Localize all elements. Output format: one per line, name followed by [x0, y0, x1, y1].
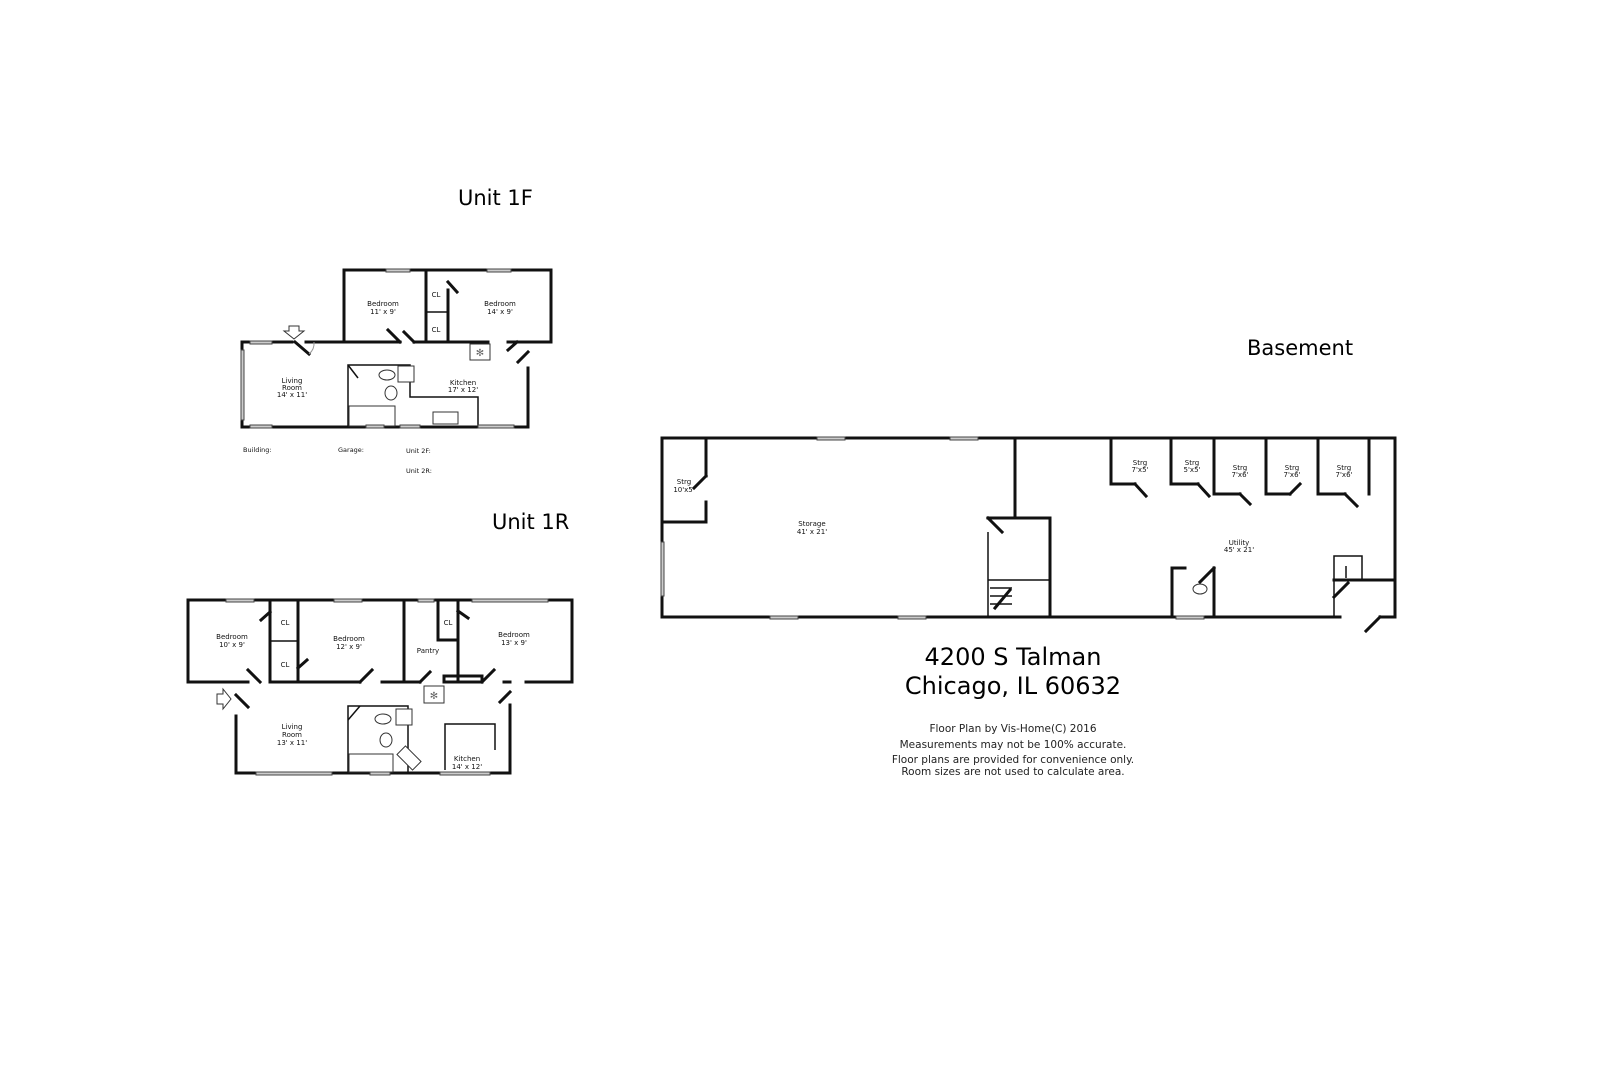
room-size: 10' x 9'	[219, 641, 245, 649]
entry-arrow-icon	[216, 687, 232, 711]
room-size: 14' x 9'	[487, 308, 513, 316]
fan-icon: ✻	[430, 691, 438, 702]
room-label: Bedroom	[498, 631, 530, 639]
building-label: Building:	[243, 446, 272, 454]
room-label: Strg	[1133, 459, 1147, 467]
note-convenience: Floor plans are provided for convenience…	[892, 754, 1134, 766]
entry-arrow-icon	[282, 325, 306, 340]
room-size: 45' x 21'	[1224, 546, 1254, 554]
room-size: 14' x 11'	[277, 391, 307, 399]
room-label: Living	[282, 377, 303, 385]
basement-title: Basement	[1247, 336, 1353, 360]
room-label: Bedroom	[216, 633, 248, 641]
room-label: Bedroom	[333, 635, 365, 643]
closet-label: CL	[432, 326, 441, 334]
unit-2f-label: Unit 2F:	[406, 447, 431, 455]
basement-plan: UP Strg 10'x5' Storage 41' x 21' Strg 7'…	[660, 436, 1397, 634]
stairs	[990, 587, 1013, 611]
note-credit: Floor Plan by Vis-Home(C) 2016	[929, 723, 1096, 735]
room-size: 13' x 9'	[501, 639, 527, 647]
room-label: Kitchen	[450, 379, 476, 387]
room-size: 12' x 9'	[336, 643, 362, 651]
address-line-1: 4200 S Talman	[925, 643, 1102, 671]
closet-label: CL	[281, 661, 290, 669]
room-label: Bedroom	[367, 300, 399, 308]
unit-1r-title: Unit 1R	[492, 510, 569, 534]
unit-1f-plan: ✻ Bedroom 11' x 9' Bedroom 14' x 9' Livi…	[240, 268, 553, 475]
room-size: 7'x6'	[1232, 471, 1249, 479]
room-size: 7'x6'	[1336, 471, 1353, 479]
note-area: Room sizes are not used to calculate are…	[901, 766, 1124, 778]
room-size: 5'x5'	[1184, 466, 1201, 474]
room-label: Storage	[798, 520, 825, 528]
room-label: Strg	[1233, 464, 1247, 472]
closet-label: CL	[281, 619, 290, 627]
room-size: 7'x5'	[1132, 466, 1149, 474]
room-label: Room	[282, 384, 302, 392]
note-accuracy: Measurements may not be 100% accurate.	[900, 739, 1127, 751]
room-label: Strg	[1337, 464, 1351, 472]
room-label: Living	[282, 723, 303, 731]
room-label: Kitchen	[454, 755, 480, 763]
unit-1r-plan: ✻ Bedroom 10' x 9' Bedroom 12' x 9' Bedr…	[186, 598, 574, 776]
room-size: 41' x 21'	[797, 528, 827, 536]
pantry-label: Pantry	[417, 647, 439, 655]
room-label: Strg	[1285, 464, 1299, 472]
room-label: Utility	[1229, 539, 1250, 547]
room-size: 14' x 12'	[452, 763, 482, 771]
address-line-2: Chicago, IL 60632	[905, 672, 1121, 700]
room-label: Strg	[677, 478, 691, 486]
garage-label: Garage:	[338, 446, 364, 454]
closet-label: CL	[444, 619, 453, 627]
unit-1f-title: Unit 1F	[458, 186, 533, 210]
room-size: 13' x 11'	[277, 739, 307, 747]
unit-2r-label: Unit 2R:	[406, 467, 432, 475]
room-label: Bedroom	[484, 300, 516, 308]
room-size: 10'x5'	[673, 486, 694, 494]
fan-icon: ✻	[476, 348, 484, 359]
closet-label: CL	[432, 291, 441, 299]
room-size: 11' x 9'	[370, 308, 396, 316]
room-size: 17' x 12'	[448, 386, 478, 394]
room-label: Strg	[1185, 459, 1199, 467]
room-size: 7'x6'	[1284, 471, 1301, 479]
room-label: Room	[282, 731, 302, 739]
